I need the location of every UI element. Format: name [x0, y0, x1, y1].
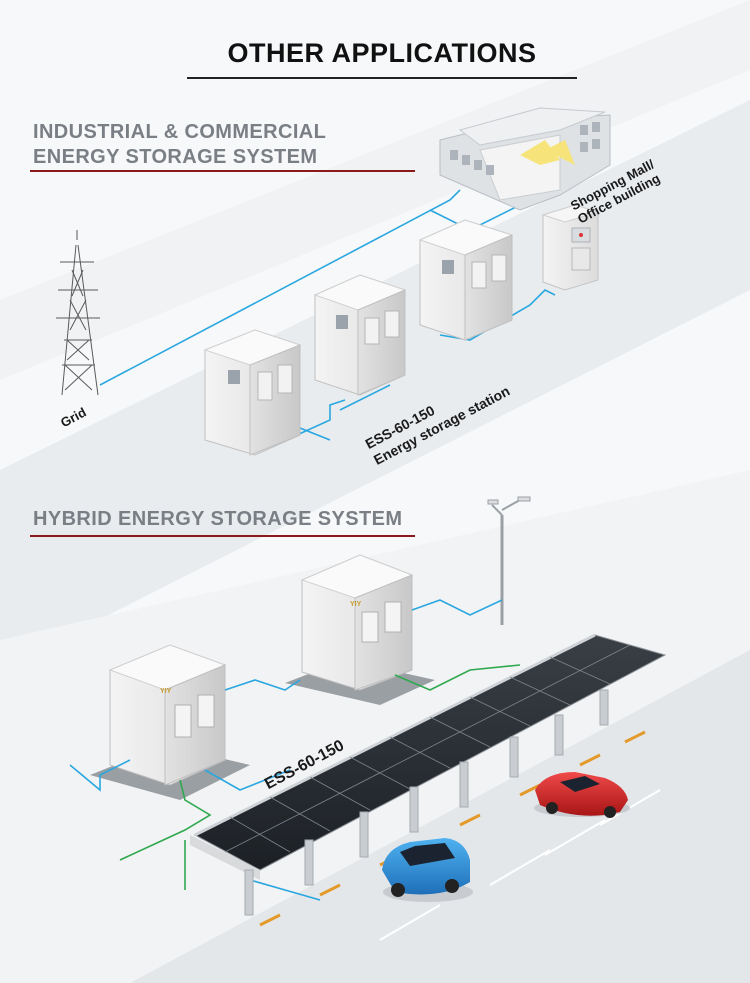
switch-cabinet-icon: [541, 204, 600, 291]
storage-cabinet-1: [203, 329, 302, 456]
section-2-title: HYBRID ENERGY STORAGE SYSTEM: [33, 508, 403, 530]
section-1-title: INDUSTRIAL & COMMERCIAL ENERGY STORAGE S…: [33, 120, 326, 170]
section-1-title-line1: INDUSTRIAL & COMMERCIAL: [33, 121, 327, 143]
shopping-mall-icon: [439, 107, 611, 211]
page-title: OTHER APPLICATIONS: [227, 38, 537, 68]
cabinet-1-logo: YIY: [160, 688, 172, 695]
street-lamp-icon: [487, 496, 531, 625]
parking-bays: [379, 789, 661, 941]
storage-cabinet-3: [418, 219, 514, 341]
cabinet-2-logo: YIY: [350, 601, 362, 608]
storage-cabinet-2: [313, 274, 407, 396]
section-1-title-line2: ENERGY STORAGE SYSTEM: [33, 146, 318, 168]
red-car-icon: [534, 772, 630, 818]
blue-car-icon: [382, 838, 473, 902]
wiring-section-2: [69, 599, 521, 901]
section-2-underline: [30, 535, 415, 537]
section-1-underline: [30, 170, 415, 172]
grid-tower-icon: [56, 230, 100, 396]
hybrid-cabinet-1: [108, 644, 227, 786]
hybrid-cabinet-2: [300, 554, 414, 691]
page-title-underline: [187, 77, 577, 79]
solar-carport: [190, 633, 667, 916]
